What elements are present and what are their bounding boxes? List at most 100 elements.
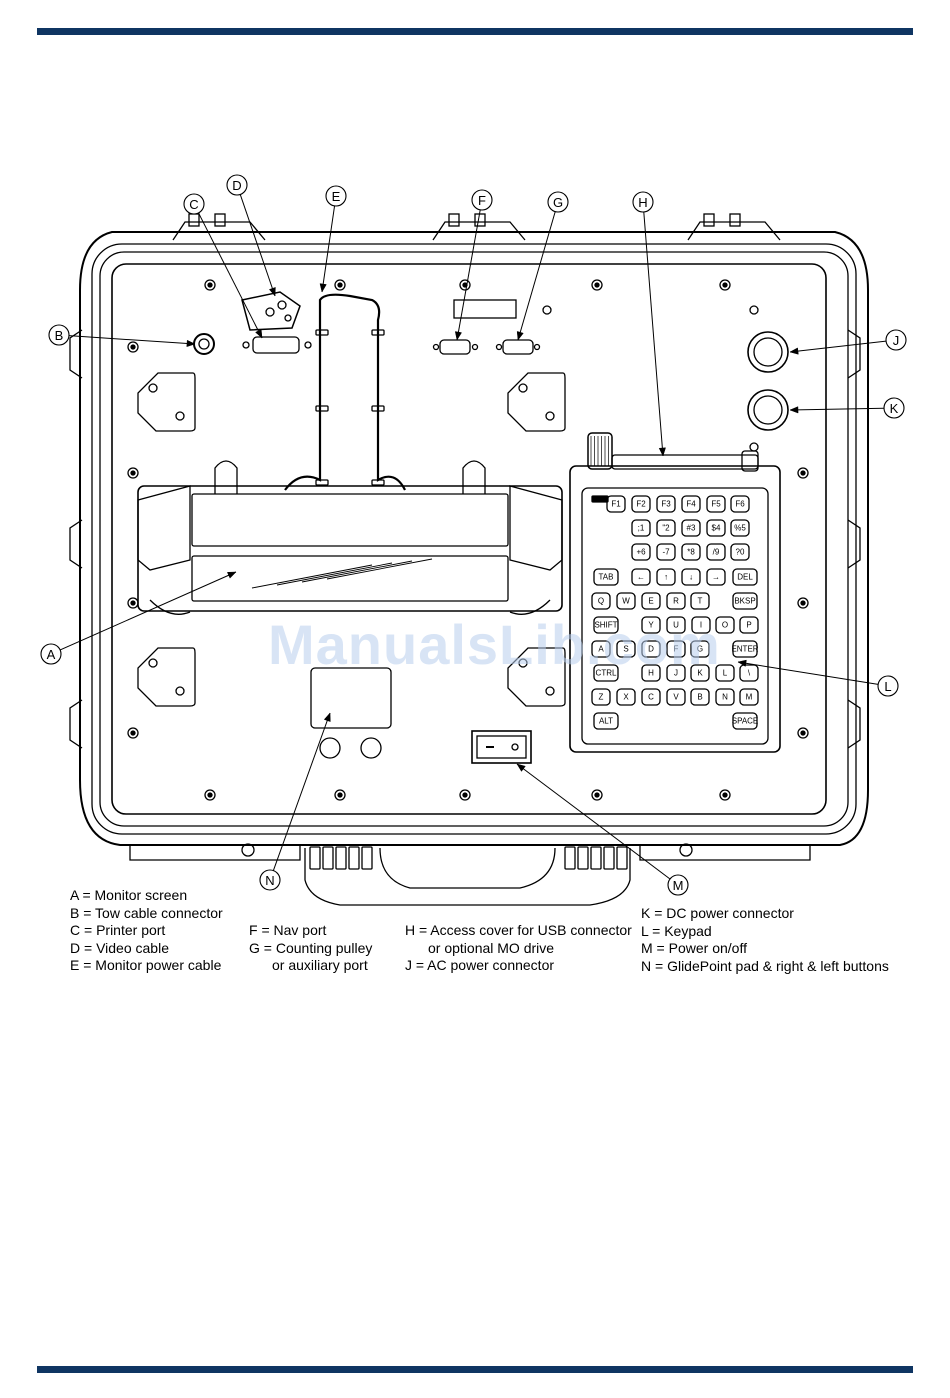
callout-label: J: [893, 333, 900, 348]
leader-line: [789, 340, 887, 353]
hole: [542, 305, 552, 315]
keypad-key-label: M: [746, 693, 753, 702]
keypad-key-label: -7: [662, 548, 670, 557]
side-ridge: [847, 699, 861, 749]
latch-tab: [188, 213, 200, 227]
callout-circle: [40, 643, 62, 665]
keypad-key: [591, 592, 611, 610]
leader-arrowhead: [186, 339, 196, 348]
screw-inner: [207, 282, 213, 288]
bracket-screw: [148, 383, 158, 393]
shell-inner-edge-2: [99, 251, 849, 827]
leader-arrowhead: [323, 712, 331, 722]
legend-item-e: E = Monitor power cable: [70, 957, 222, 973]
callout-label: K: [890, 401, 899, 416]
latch-tab: [729, 213, 741, 227]
keypad-key-label: Z: [599, 693, 604, 702]
keypad-key: [706, 519, 726, 537]
leader-arrowhead: [268, 287, 276, 297]
keypad-key-label: ;1: [638, 524, 645, 533]
callout-l: L: [737, 659, 899, 697]
video-pin: [284, 314, 292, 322]
leader-line: [239, 194, 276, 297]
keypad-key-label: F: [674, 645, 679, 654]
keypad-key: [739, 688, 759, 706]
screw-inner: [130, 600, 136, 606]
callout-label: G: [553, 195, 563, 210]
keypad-key-label: K: [697, 669, 703, 678]
callout-label: H: [638, 195, 647, 210]
keypad-key: [656, 543, 676, 561]
legend-item-d: D = Video cable: [70, 939, 169, 956]
keypad-key-label: C: [648, 693, 654, 702]
leader-arrowhead: [227, 571, 237, 579]
legend-item-l: L = Keypad: [641, 922, 712, 939]
screw-outer: [719, 279, 731, 291]
mount-bracket: [507, 647, 566, 707]
screw-outer: [797, 597, 809, 609]
latch-tab: [214, 213, 226, 227]
keypad-housing: [569, 465, 781, 753]
keypad-key: [641, 664, 661, 682]
mounting-screws: [127, 279, 809, 801]
hinge-block: [603, 846, 615, 870]
mount-bracket: [507, 372, 566, 432]
keypad-key-label: Q: [598, 597, 604, 606]
nav-port: [439, 339, 471, 355]
switch-housing: [471, 730, 532, 764]
callout-circle: [325, 185, 347, 207]
legend-item-f: F = Nav port: [249, 922, 327, 938]
screw-outer: [204, 279, 216, 291]
leader-arrowhead: [255, 329, 263, 339]
monitor-tab-left: [214, 460, 238, 494]
access-cover-rail: [611, 454, 759, 470]
legend-item-k: K = DC power connector: [641, 905, 794, 921]
keypad-key-label: P: [746, 621, 751, 630]
leader-arrowhead: [516, 331, 524, 341]
cable-clip: [315, 479, 329, 486]
keypad-key: [593, 664, 619, 682]
screw-outer: [127, 341, 139, 353]
callout-j: J: [789, 329, 907, 355]
monitor: [137, 293, 563, 615]
screw-inner: [800, 600, 806, 606]
keypad-key-label: "2: [662, 524, 670, 533]
access-cover-knob: [587, 432, 613, 470]
keypad-key: [616, 592, 636, 610]
cable-clip: [315, 329, 329, 336]
leader-line: [517, 211, 556, 341]
leader-line: [643, 211, 664, 457]
printer-port: [252, 336, 300, 354]
keypad-key: [690, 592, 710, 610]
keypad-key: [666, 688, 686, 706]
keypad-key: [616, 688, 636, 706]
keypad-key: [616, 640, 636, 658]
dc-power-connector: [747, 389, 789, 431]
screw-inner: [594, 792, 600, 798]
mount-bracket: [137, 647, 196, 707]
callout-g: G: [516, 191, 569, 341]
keypad-key-label: ↓: [689, 573, 693, 582]
outer-shell: [79, 231, 869, 846]
keypad-key: [730, 495, 750, 513]
leader-arrowhead: [737, 659, 747, 667]
latch-tab: [448, 213, 460, 227]
keypad-key: [666, 664, 686, 682]
legend-item-b: B = Tow cable connector: [70, 904, 223, 921]
callout-label: A: [47, 647, 56, 662]
screw-inner: [594, 282, 600, 288]
foot-screw: [241, 843, 255, 857]
callout-c: C: [183, 193, 263, 339]
keypad-key-label: F4: [686, 500, 696, 509]
hinge-left: [137, 485, 191, 571]
keypad-key: [666, 640, 686, 658]
callout-e: E: [319, 185, 347, 293]
screw-inner: [722, 282, 728, 288]
keypad-key: [593, 712, 619, 730]
keypad-key-label: O: [722, 621, 728, 630]
keypad-key-label: +6: [636, 548, 646, 557]
monitor-tab-right: [462, 460, 486, 494]
hinge-block: [616, 846, 628, 870]
